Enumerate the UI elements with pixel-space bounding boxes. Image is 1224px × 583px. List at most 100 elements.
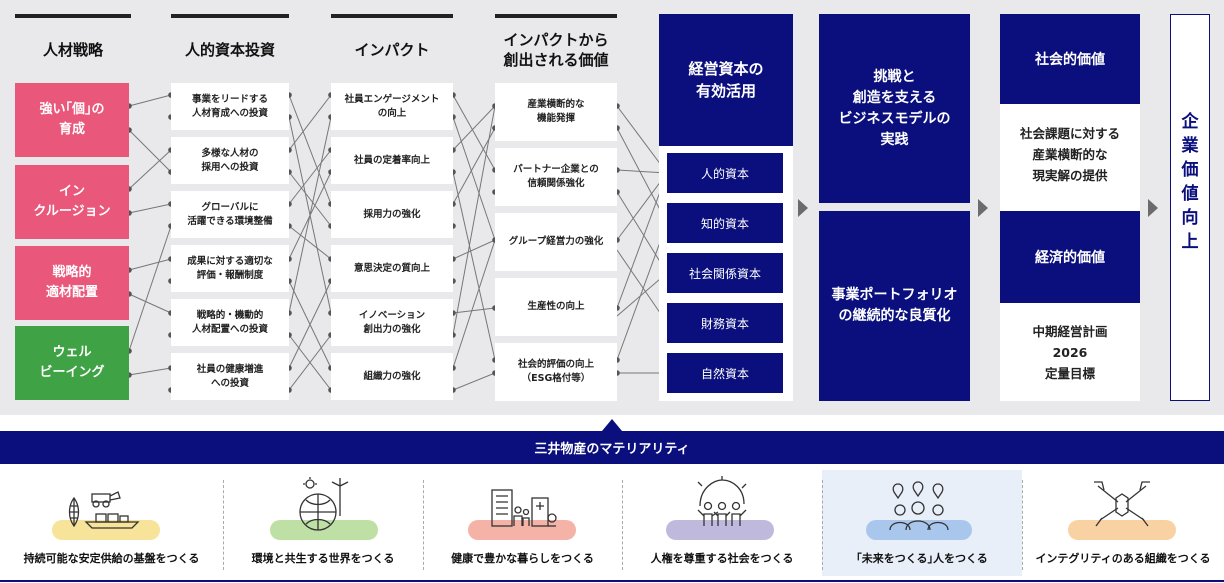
hr-strategy-item: 戦略的適材配置 [15,246,129,320]
item-line: 採用への投資 [201,161,259,173]
connector-line [128,225,172,352]
hr-strategy-item: インクルージョン [15,165,129,239]
materiality-title: 三井物産のマテリアリティ [0,431,1224,464]
investment-item: 社員の健康増進への投資 [171,353,289,400]
item-line: イン [58,184,85,199]
header-line: 有効活用 [695,82,756,100]
item-line: 事業をリードする [191,93,268,105]
item-line: 強い｢個｣の [39,102,105,117]
text-line: 2026 [1052,344,1088,360]
divider [1022,480,1023,570]
text-line: 産業横断的な [1032,146,1108,162]
divider [223,480,224,570]
connector-line [288,280,332,369]
environment-icon [299,477,349,531]
text-line: 現実解の提供 [1032,167,1108,183]
text-line: 創造を支える [852,89,937,106]
connector-line [452,239,496,369]
connector-line [616,127,668,224]
connector-line [616,249,668,324]
divider [622,480,623,570]
item-line: 採用力の強化 [363,208,421,220]
capital-item-natural: 自然資本 [667,353,783,393]
materiality-label: 環境と共生する世界をつくる [251,552,395,565]
investment-item: 事業をリードする人材育成への投資 [171,83,289,130]
text-line: 社会課題に対する [1019,125,1120,141]
pill [270,520,378,540]
connector-line [452,372,496,391]
pointer-up-icon [602,419,622,431]
economic-value-header: 経済的価値 [1000,211,1140,303]
enterprise-value-box [1170,14,1210,401]
investment-item: 成果に対する適切な評価・報酬制度 [171,245,289,292]
value-item: グループ経営力の強化 [495,213,617,271]
investment-item: 多様な人材の採用への投資 [171,137,289,184]
impact-item: イノベーション創出力の強化 [331,299,453,346]
value-item: 社会的評価の向上（ESG格付等） [495,343,617,401]
human-rights-icon [697,476,747,526]
text-line: 定量目標 [1044,365,1095,381]
column-header-impact: インパクト [354,41,430,59]
materiality-label: ｢未来をつくる｣人をつくる [856,552,988,565]
impact-item: 採用力の強化 [331,191,453,238]
item-line: 機能発揮 [536,113,575,124]
text-line: の継続的な良質化 [838,308,951,324]
header-bar [495,14,617,18]
capital-item-intellectual: 知的資本 [667,203,783,243]
item-line: 社員の定着率向上 [353,154,430,166]
investment-item: 戦略的・機動的人材配置への投資 [171,299,289,346]
social-value-header: 社会的価値 [1000,14,1140,104]
pill [52,520,160,540]
text-line: 挑戦と [873,68,916,85]
bottom-rule [0,580,1224,582]
item-line: への投資 [210,377,249,389]
connector-line [288,334,332,391]
impact-item: 意思決定の質向上 [331,245,453,292]
divider [423,480,424,570]
impact-item: 社員エンゲージメントの向上 [331,83,453,130]
pill [468,520,576,540]
text-line: 中期経営計画 [1032,323,1108,339]
arrow-right-icon [1148,199,1158,217]
item-line: 多様な人材の [201,147,259,159]
column-header-hr-strategy: 人材戦略 [42,41,103,59]
people-future-icon [889,481,949,531]
item-line: 評価・報酬制度 [196,269,264,281]
column-header-value-created: インパクトから 創出される価値 [495,30,617,70]
item-line: 戦略的 [52,265,92,280]
item-line: 社員エンゲージメント [344,93,440,105]
connector-line [288,94,332,205]
item-line: 戦略的・機動的 [196,309,264,321]
pill [1068,520,1176,540]
header-line: インパクトから [503,31,609,49]
connector-line [616,172,668,309]
connector-line [128,203,172,214]
item-line: 産業横断的な [527,99,585,110]
connector-line [616,191,668,274]
hr-strategy-item: 強い｢個｣の育成 [15,83,129,157]
item-line: グループ経営力の強化 [508,236,604,247]
header-line: 創出される価値 [503,51,609,69]
connector-line [128,258,172,271]
capital-header: 経営資本の有効活用 [659,14,793,146]
pill [666,520,774,540]
item-line: 創出力の強化 [363,323,421,335]
materiality-label: インテグリティのある組織をつくる [1035,552,1211,565]
item-line: 人材配置への投資 [191,323,268,335]
materiality-label: 持続可能な安定供給の基盤をつくる [23,552,200,565]
connector-line [288,149,332,205]
item-line: 組織力の強化 [363,370,421,382]
item-line: 生産性の向上 [527,301,585,312]
connector-line [288,94,332,151]
text-line: ビジネスモデルの [838,110,951,127]
business-model-box: 挑戦と 創造を支える ビジネスモデルの 実践 [819,14,970,203]
connector-line [452,307,496,314]
impact-item: 組織力の強化 [331,353,453,400]
item-line: （ESG格付等） [521,373,591,384]
connector-line [452,94,496,171]
item-line: 社員の健康増進 [196,363,264,375]
connector-line [128,293,172,314]
capital-item-social-relationship: 社会関係資本 [667,253,783,293]
item-line: イノベーション [358,309,426,321]
connector-line [288,225,332,260]
